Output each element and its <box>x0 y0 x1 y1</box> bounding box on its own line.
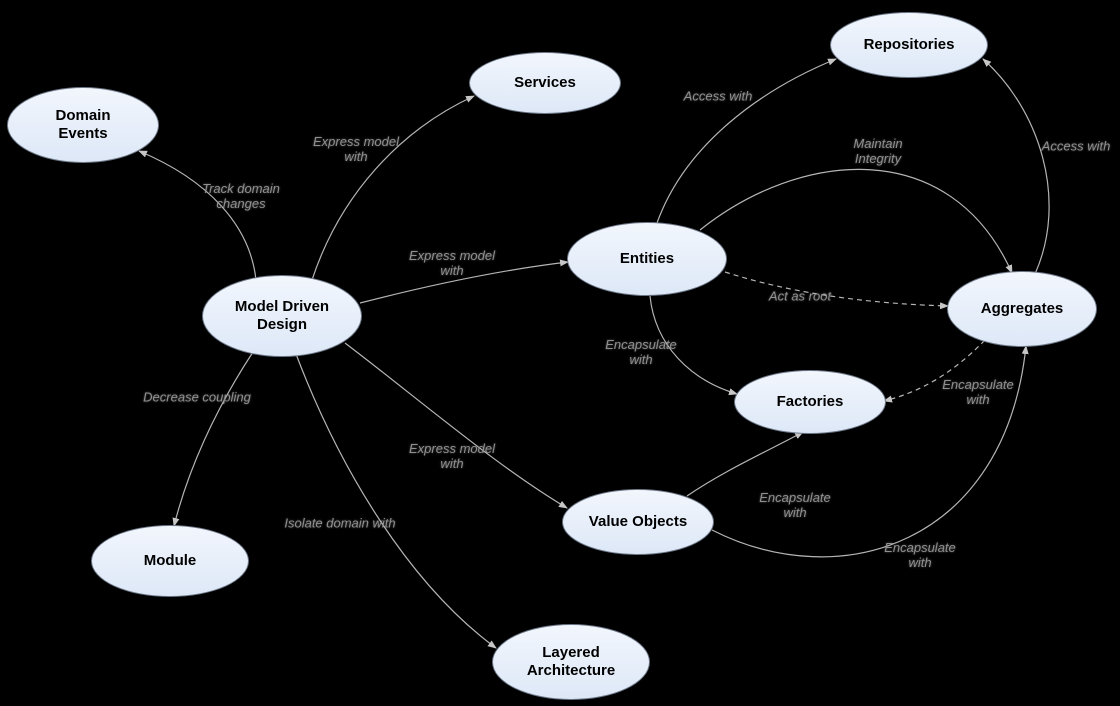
edge-label-line: with <box>344 149 368 164</box>
edge-model-driven-design-to-domain-events <box>138 150 257 281</box>
node-module: Module <box>91 525 249 597</box>
edge-label-aggregates-to-repositories: Access with <box>1042 139 1111 154</box>
edge-label-entities-to-aggregates: Act as root <box>769 289 831 304</box>
edge-label-line: Express model <box>409 248 495 263</box>
edge-label-line: Encapsulate <box>605 337 677 352</box>
node-label: Services <box>514 74 576 91</box>
node-label: Layered <box>542 644 600 661</box>
edge-entities-to-aggregates <box>699 168 1013 274</box>
edge-entities-to-repositories <box>656 58 837 224</box>
edge-model-driven-design-to-value-objects <box>344 342 568 509</box>
node-label: Entities <box>619 250 675 267</box>
edge-label-line: Decrease coupling <box>143 389 251 405</box>
node-label: Architecture <box>526 662 616 679</box>
edge-label-model-driven-design-to-module: Decrease coupling <box>143 390 251 405</box>
edge-label-line: Maintain <box>853 136 903 151</box>
node-factories: Factories <box>734 370 886 434</box>
node-label: Design <box>256 316 307 333</box>
edge-model-driven-design-to-services <box>311 95 475 281</box>
node-label: Model Driven <box>234 298 330 315</box>
edge-label-line: with <box>908 555 932 570</box>
edge-label-line: Encapsulate <box>884 540 956 555</box>
node-label: Value Objects <box>588 513 688 530</box>
edge-label-model-driven-design-to-layered-architecture: Isolate domain with <box>284 516 395 531</box>
edge-label-line: Integrity <box>854 151 902 166</box>
edge-model-driven-design-to-entities <box>359 259 569 304</box>
edge-label-line: Track domain <box>202 181 280 196</box>
edge-entities-to-aggregates <box>724 271 949 310</box>
edge-aggregates-to-factories <box>883 339 986 403</box>
edge-label-line: Access with <box>1041 138 1111 154</box>
node-label: Module <box>143 552 197 569</box>
edge-aggregates-to-repositories <box>982 58 1050 275</box>
edge-label-line: with <box>440 263 464 278</box>
edge-label-line: with <box>440 456 464 471</box>
edge-entities-to-factories <box>649 295 738 396</box>
edge-label-line: with <box>629 352 653 367</box>
node-aggregates: Aggregates <box>947 271 1097 347</box>
edge-label-line: with <box>966 392 990 407</box>
edge-label-line: Encapsulate <box>759 490 831 505</box>
edge-label-line: Express model <box>409 441 495 456</box>
edge-value-objects-to-factories <box>686 431 804 497</box>
edge-label-line: Access with <box>683 88 753 104</box>
node-label: Aggregates <box>980 300 1064 317</box>
edge-model-driven-design-to-layered-architecture <box>295 353 497 649</box>
node-label: Domain <box>55 107 111 124</box>
node-repositories: Repositories <box>830 12 988 78</box>
node-label: Factories <box>776 393 844 410</box>
edge-label-line: Act as root <box>768 288 832 304</box>
edge-label-line: with <box>783 505 807 520</box>
edge-label-line: Isolate domain with <box>284 515 396 531</box>
edge-label-line: Express model <box>313 134 399 149</box>
edge-model-driven-design-to-module <box>172 351 254 527</box>
node-value-objects: Value Objects <box>562 489 714 555</box>
node-label: Events <box>58 125 108 142</box>
edge-value-objects-to-aggregates <box>711 345 1029 558</box>
node-entities: Entities <box>567 222 727 296</box>
edge-label-entities-to-repositories: Access with <box>684 89 753 104</box>
node-services: Services <box>469 52 621 114</box>
node-label: Repositories <box>863 36 955 53</box>
edge-label-line: changes <box>216 196 266 211</box>
edge-label-line: Encapsulate <box>942 377 1014 392</box>
